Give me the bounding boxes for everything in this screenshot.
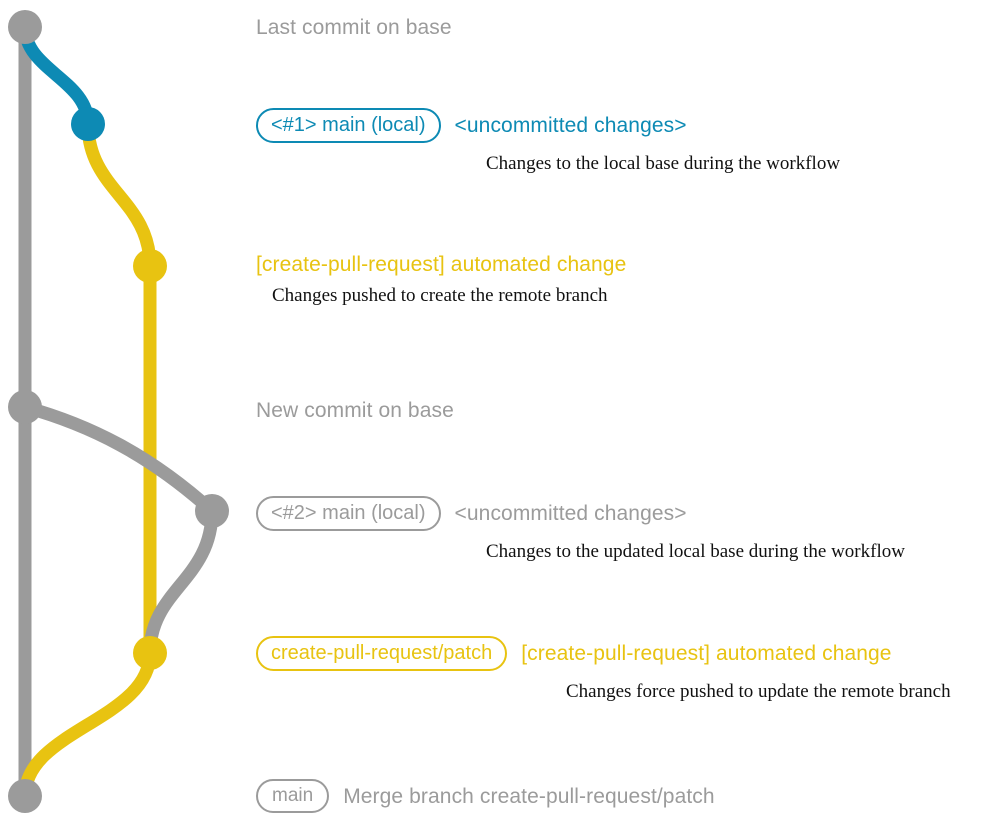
node-merge-commit [8,779,42,813]
commit-headline: New commit on base [256,399,454,422]
row-local-uncommitted-2: <#2> main (local) <uncommitted changes> … [256,496,905,561]
commit-headline: Last commit on base [256,16,452,39]
git-graph [8,10,229,813]
row-local-uncommitted-1: <#1> main (local) <uncommitted changes> … [256,108,840,173]
commit-line: <#2> main (local) <uncommitted changes> [256,496,905,531]
branch-pill-main-local-1[interactable]: <#1> main (local) [256,108,441,143]
row-automated-change-2: create-pull-request/patch [create-pull-r… [256,636,951,701]
row-new-commit-on-base: New commit on base [256,400,454,421]
edge-patch2-to-merge [18,646,157,803]
commit-subject: <uncommitted changes> [454,114,687,137]
commit-subject: <uncommitted changes> [454,502,687,525]
node-patch-2 [133,636,167,670]
branch-pill-main-local-2[interactable]: <#2> main (local) [256,496,441,531]
commit-description: Changes force pushed to update the remot… [566,681,951,702]
commit-line: main Merge branch create-pull-request/pa… [256,779,715,813]
node-local-2 [195,494,229,528]
branch-pill-main[interactable]: main [256,779,330,813]
node-base-head [8,10,42,44]
node-patch-1 [133,249,167,283]
edge-basenew-to-local2 [18,400,219,518]
commit-subject: [create-pull-request] automated change [256,253,627,276]
commit-subject: [create-pull-request] automated change [521,642,892,665]
commit-line: <#1> main (local) <uncommitted changes> [256,108,840,143]
row-automated-change-1: [create-pull-request] automated change C… [256,254,626,305]
node-base-new [8,390,42,424]
commit-description: Changes to the local base during the wor… [486,153,841,174]
edge-local2-to-patch2 [143,504,219,660]
row-last-commit-on-base: Last commit on base [256,17,452,38]
row-merge-commit: main Merge branch create-pull-request/pa… [256,779,715,813]
commit-description: Changes to the updated local base during… [486,541,905,562]
branch-pill-create-pull-request-patch[interactable]: create-pull-request/patch [256,636,508,671]
commit-description: Changes pushed to create the remote bran… [272,285,608,306]
commit-subject: Merge branch create-pull-request/patch [343,784,715,808]
commit-line: create-pull-request/patch [create-pull-r… [256,636,951,671]
node-local-1 [71,107,105,141]
edge-local1-to-patch1 [81,117,157,273]
commit-line: [create-pull-request] automated change [256,254,626,275]
